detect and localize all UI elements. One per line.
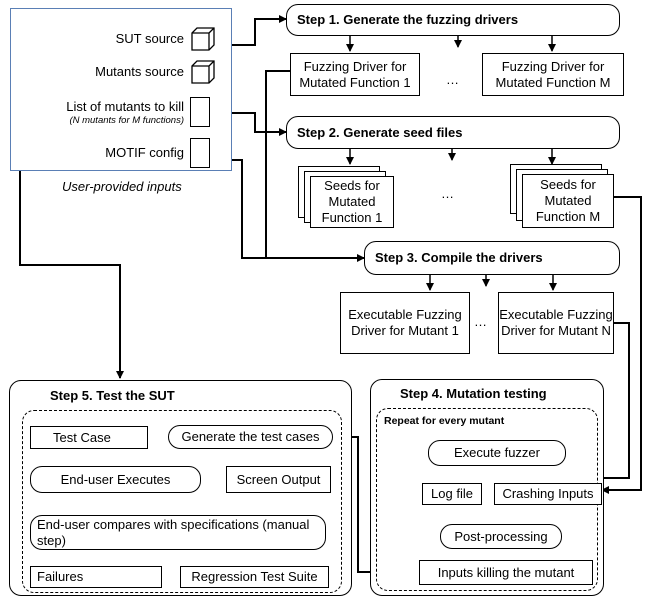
end-user-compares-box: End-user compares with specifications (m… xyxy=(30,515,326,550)
fuzzing-driver-function-M: Fuzzing Driver for Mutated Function M xyxy=(482,53,624,96)
regression-test-suite-box: Regression Test Suite xyxy=(180,566,329,588)
failures-box: Failures xyxy=(30,566,162,588)
executable-driver-mutant-1: Executable Fuzzing Driver for Mutant 1 xyxy=(340,292,470,354)
log-file-box: Log file xyxy=(422,483,482,505)
inputs-killing-mutant-box: Inputs killing the mutant xyxy=(419,560,593,585)
seeds-function-1: Seeds for Mutated Function 1 xyxy=(310,176,394,228)
list-of-mutants-note: (N mutants for M functions) xyxy=(69,115,184,126)
step2-box: Step 2. Generate seed files xyxy=(286,116,620,149)
crashing-inputs-box: Crashing Inputs xyxy=(494,483,602,505)
step1-ellipsis: … xyxy=(446,72,459,87)
generate-test-cases-box: Generate the test cases xyxy=(168,425,333,449)
step3-ellipsis: … xyxy=(474,314,487,329)
fuzzing-driver-function-1: Fuzzing Driver for Mutated Function 1 xyxy=(290,53,420,96)
motif-config-document-icon xyxy=(190,138,210,168)
screen-output-box: Screen Output xyxy=(226,466,331,493)
executable-driver-mutant-N: Executable Fuzzing Driver for Mutant N xyxy=(498,292,614,354)
sut-source-label: SUT source xyxy=(115,31,184,46)
step1-box: Step 1. Generate the fuzzing drivers xyxy=(286,4,620,36)
execute-fuzzer-box: Execute fuzzer xyxy=(428,440,566,466)
list-of-mutants-label: List of mutants to kill xyxy=(66,99,184,114)
test-case-box: Test Case xyxy=(30,426,148,449)
seeds-function-M: Seeds for Mutated Function M xyxy=(522,174,614,228)
step2-ellipsis: … xyxy=(441,186,454,201)
motif-config-label: MOTIF config xyxy=(105,145,184,160)
post-processing-box: Post-processing xyxy=(440,524,562,549)
step3-box: Step 3. Compile the drivers xyxy=(364,241,620,275)
repeat-loop-label: Repeat for every mutant xyxy=(384,415,505,427)
mutants-source-cube-icon xyxy=(191,60,215,84)
sut-source-cube-icon xyxy=(191,27,215,51)
step4-title: Step 4. Mutation testing xyxy=(400,386,547,401)
mutants-source-label: Mutants source xyxy=(95,64,184,79)
step5-title: Step 5. Test the SUT xyxy=(50,388,175,403)
user-inputs-caption: User-provided inputs xyxy=(62,179,182,194)
end-user-executes-box: End-user Executes xyxy=(30,466,201,493)
mutant-list-document-icon xyxy=(190,97,210,127)
